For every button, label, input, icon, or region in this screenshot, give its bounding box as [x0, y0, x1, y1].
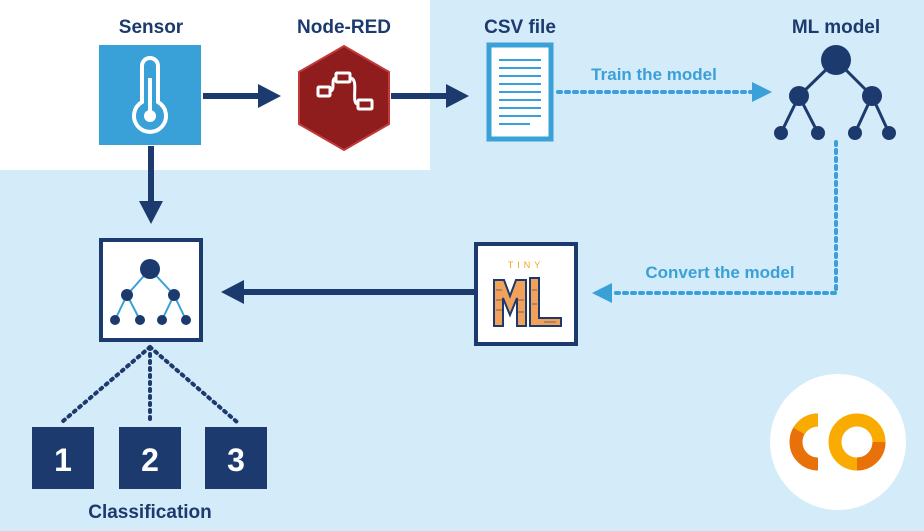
- csv-file-node: [486, 42, 554, 142]
- class-box-3: 3: [205, 427, 267, 489]
- thermometer-icon: [132, 56, 168, 134]
- arrow-csv-to-ml-model: [556, 82, 772, 102]
- arrow-tinyml-to-classifier: [221, 280, 474, 304]
- document-lines-icon: [499, 59, 541, 125]
- node-red-label: Node-RED: [297, 17, 391, 38]
- convert-label: Convert the model: [645, 263, 794, 282]
- class-box-1: 1: [32, 427, 94, 489]
- arrow-sensor-to-node-red: [203, 84, 281, 108]
- classifier-tree-icon: [110, 259, 191, 325]
- svg-text:TINY: TINY: [508, 260, 545, 270]
- train-label: Train the model: [591, 65, 717, 84]
- class-3-label: 3: [227, 442, 245, 478]
- sensor-label: Sensor: [119, 17, 184, 38]
- ml-model-label: ML model: [792, 17, 880, 38]
- csv-file-label: CSV file: [484, 17, 556, 38]
- arrow-ml-model-to-tinyml: [592, 140, 838, 303]
- tinyml-node: TINY: [474, 242, 578, 346]
- node-red-node: [298, 44, 390, 152]
- class-2-label: 2: [141, 442, 159, 478]
- class-box-2: 2: [119, 427, 181, 489]
- tinyml-logo: TINY: [493, 260, 562, 327]
- classification-label: Classification: [88, 502, 212, 523]
- class-1-label: 1: [54, 442, 72, 478]
- colab-logo: [770, 374, 906, 510]
- sensor-node: [99, 45, 201, 145]
- classifier-to-classes-links: [60, 345, 239, 424]
- arrow-node-red-to-csv: [391, 84, 469, 108]
- arrow-sensor-to-classifier: [139, 146, 163, 224]
- classifier-node: [99, 238, 203, 342]
- node-red-icon: [316, 71, 374, 111]
- ml-model-tree-icon: [774, 45, 896, 140]
